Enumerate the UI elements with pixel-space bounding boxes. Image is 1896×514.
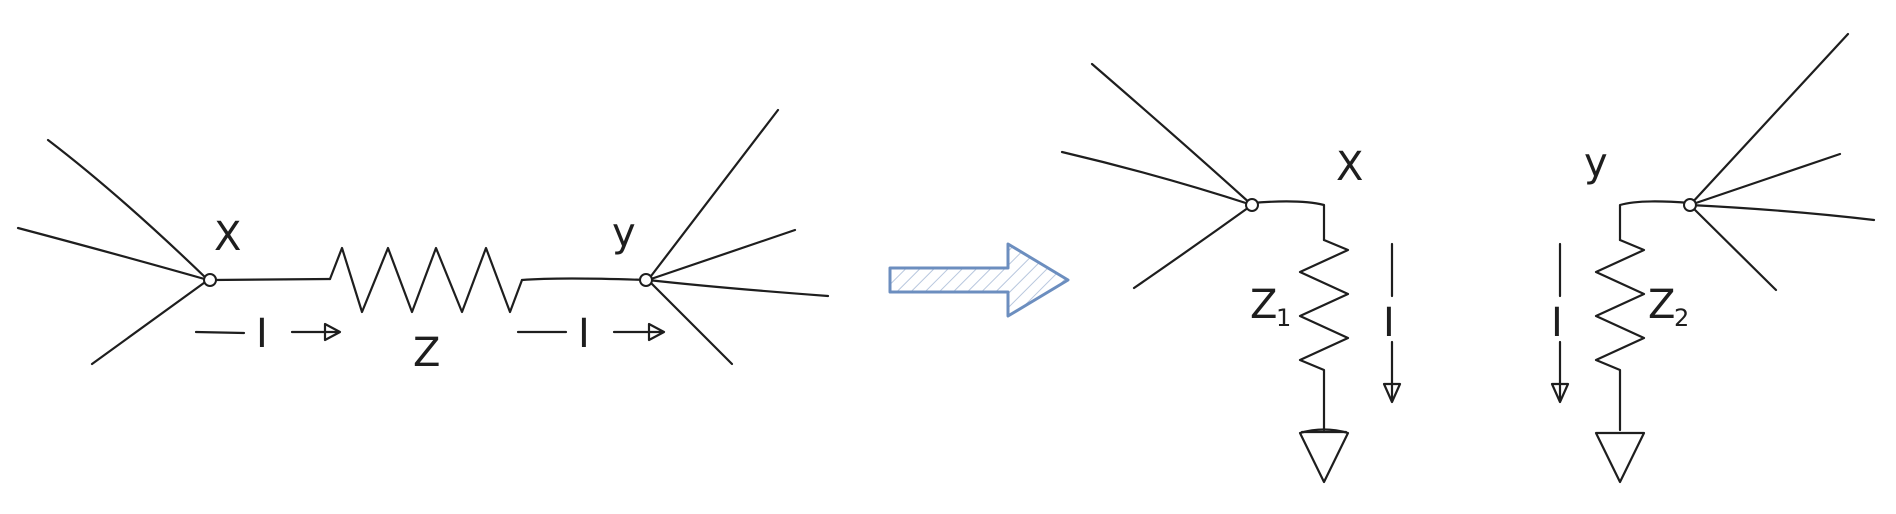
right-current-1-label: I	[1383, 300, 1395, 346]
x-branch-1	[46, 138, 210, 282]
right-node-x	[1245, 198, 1259, 212]
rx-branch-2	[1060, 150, 1254, 207]
node-x	[203, 273, 217, 287]
ry-stub	[1618, 200, 1692, 242]
current-arrow-right-head	[612, 322, 666, 342]
node-y-label: y	[612, 210, 636, 256]
impedance-z2-label: Z	[1648, 282, 1675, 328]
ground-1	[1298, 428, 1350, 484]
y-branch-3	[646, 278, 830, 298]
resistor-z	[328, 246, 524, 314]
ry-branch-3	[1688, 203, 1876, 222]
resistor-z2	[1594, 238, 1646, 432]
right-current-2-label: I	[1551, 300, 1563, 346]
impedance-z2-subscript: 2	[1674, 304, 1689, 332]
current-arrow-left-tail	[194, 330, 246, 335]
rx-stub	[1250, 200, 1326, 242]
series-wire-left	[210, 277, 332, 282]
ground-2	[1594, 431, 1646, 484]
current-left-label: I	[256, 311, 268, 357]
node-x-label: X	[214, 214, 241, 260]
rx-branch-1	[1090, 62, 1254, 207]
ry-branch-2	[1688, 152, 1842, 207]
right-circuit: X y Z 1 Z 2 I I	[1060, 32, 1876, 484]
rx-branch-3	[1132, 203, 1254, 290]
impedance-z-label: Z	[413, 330, 440, 376]
current-arrow-r2-head	[1550, 340, 1570, 404]
y-branch-4	[646, 278, 734, 366]
right-node-y	[1683, 198, 1697, 212]
right-arrow-icon	[888, 242, 1070, 318]
x-branch-3	[90, 278, 210, 366]
impedance-z1-subscript: 1	[1276, 304, 1291, 332]
current-arrow-r1-head	[1382, 340, 1402, 404]
series-wire-right	[520, 277, 648, 282]
resistor-z1	[1298, 238, 1350, 432]
node-y	[639, 273, 653, 287]
impedance-z1-label: Z	[1250, 282, 1277, 328]
current-arrow-left-head	[290, 322, 342, 342]
right-node-y-label: y	[1584, 140, 1608, 186]
y-branch-2	[646, 228, 797, 282]
ry-branch-4	[1688, 203, 1778, 292]
x-branch-2	[16, 226, 210, 282]
left-circuit: X y Z I I	[16, 108, 830, 376]
right-node-x-label: X	[1336, 144, 1363, 190]
y-branch-1	[646, 108, 780, 282]
ry-branch-1	[1688, 32, 1850, 207]
current-right-label: I	[578, 311, 590, 357]
